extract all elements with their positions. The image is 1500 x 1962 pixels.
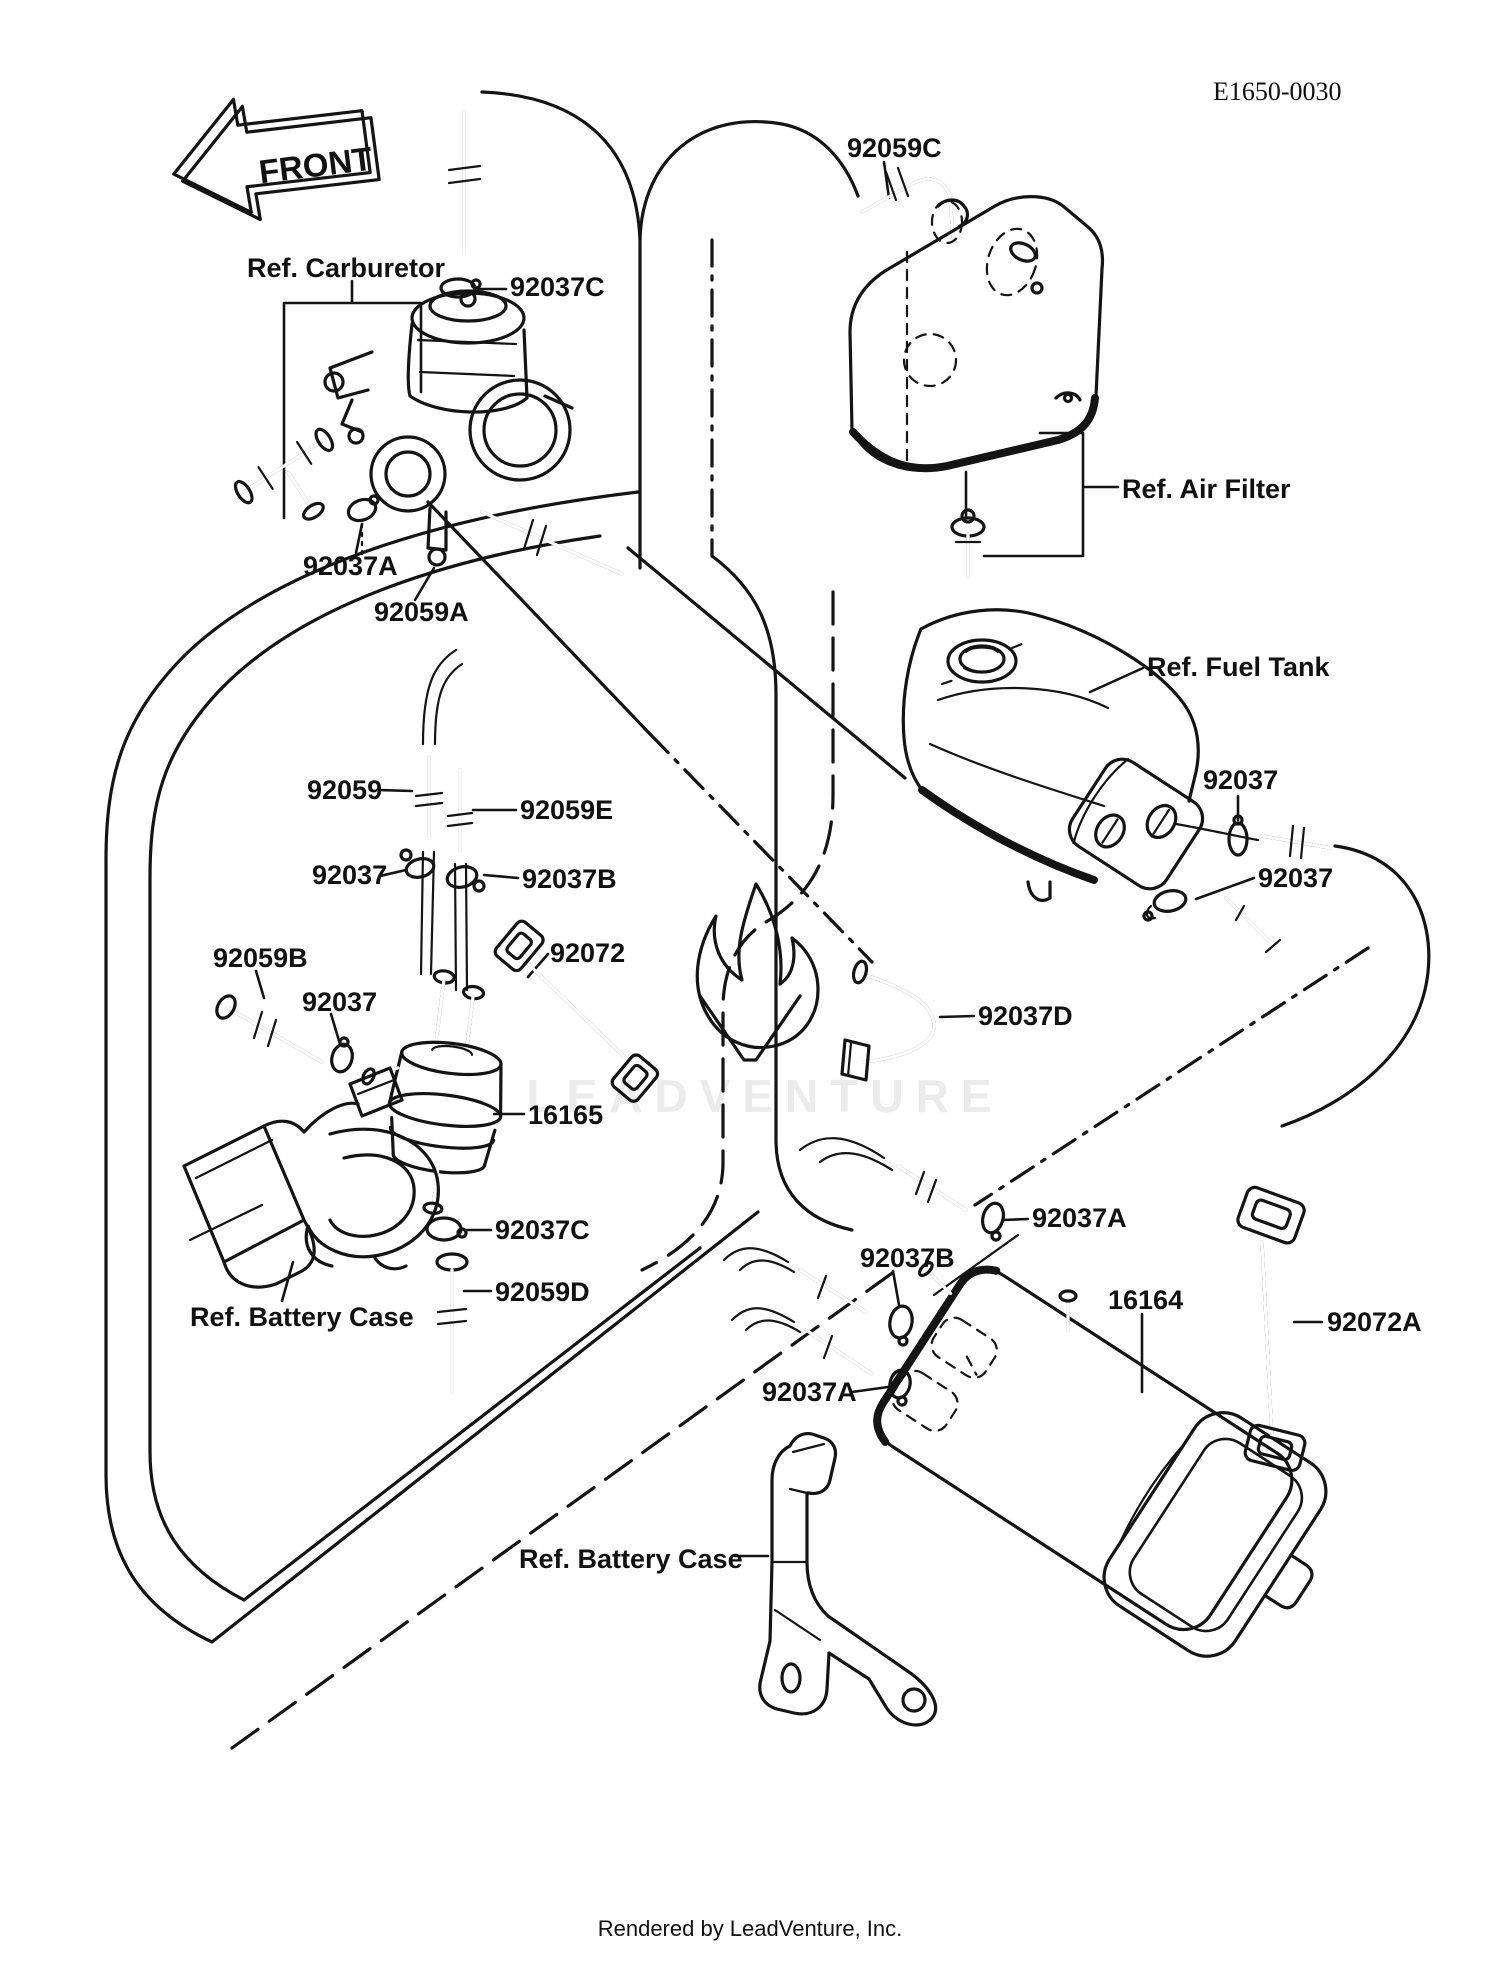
label-part-92037A-bottom: 92037A [762, 1377, 857, 1407]
watermark-text: LEADVENTURE [526, 1070, 1003, 1122]
center-hoses [399, 648, 486, 992]
clamp-92037B-mid [445, 865, 479, 889]
label-part-92072A: 92072A [1327, 1307, 1422, 1337]
label-ref-fuel-tank: Ref. Fuel Tank [1147, 652, 1331, 682]
strap-92072-drawing [493, 919, 660, 1103]
clamp-92037-mid [404, 857, 436, 879]
label-part-92059D: 92059D [495, 1277, 590, 1307]
label-ref-air-filter: Ref. Air Filter [1122, 474, 1291, 504]
routing-lines [104, 90, 1431, 1750]
part-labels: Ref. Carburetor 92037C 92059C Ref. Air Filt… [190, 133, 1422, 1574]
fuel-tank-drawing [901, 608, 1205, 902]
front-arrow: FRONT [172, 97, 381, 222]
label-part-92037-tank-upper: 92037 [1203, 765, 1278, 795]
label-ref-battery-case-bottom: Ref. Battery Case [519, 1544, 743, 1574]
clamp-92037-lower [1152, 889, 1188, 913]
battery-clamp-drawing [182, 1066, 440, 1289]
label-ref-carburetor: Ref. Carburetor [247, 253, 446, 283]
clamp-92037A-carb [346, 494, 380, 558]
label-ref-battery-case-left: Ref. Battery Case [190, 1302, 414, 1332]
hose-92059B [215, 994, 324, 1064]
watermark-flame-icon [695, 882, 820, 1050]
label-part-92037A-carb: 92037A [303, 551, 398, 581]
label-part-92059E: 92059E [520, 795, 613, 825]
clamp-92037B-low [888, 1304, 914, 1340]
leader-lines [254, 160, 1324, 1558]
label-part-92037C-top: 92037C [510, 272, 605, 302]
canister-drawing [873, 1261, 1328, 1658]
label-part-92037A-right: 92037A [1032, 1203, 1127, 1233]
label-part-92037B-low: 92037B [860, 1243, 955, 1273]
filter-lower-parts [425, 1216, 469, 1394]
label-part-92059B: 92059B [213, 943, 308, 973]
fuel-cap [946, 638, 1018, 684]
label-part-92037-tank-lower: 92037 [1258, 863, 1333, 893]
elbow-92059C [860, 166, 955, 240]
watermark: LEADVENTURE [526, 882, 1003, 1122]
carburetor-top-hose [439, 110, 482, 299]
clamp-92037A-right [980, 1201, 1006, 1235]
strap-92072A-drawing [1236, 1185, 1307, 1473]
footer-credit: Rendered by LeadVenture, Inc. [597, 1916, 903, 1941]
label-part-92059: 92059 [307, 775, 382, 805]
canister-hoses [722, 1137, 1006, 1407]
diagram-code: E1650-0030 [1213, 77, 1342, 106]
clamp-92037-upper [1227, 821, 1249, 857]
label-part-92037B-mid: 92037B [522, 864, 617, 894]
label-part-92059A: 92059A [374, 597, 469, 627]
label-part-92037D: 92037D [978, 1001, 1073, 1031]
label-part-16165: 16165 [528, 1100, 603, 1130]
clamp-92037C-low [425, 1216, 463, 1242]
carburetor-drawing [323, 289, 574, 567]
label-part-92037-low: 92037 [302, 987, 377, 1017]
clamp-92037-low [330, 1036, 354, 1074]
hose-92059A [480, 510, 624, 576]
t-fitting [233, 427, 335, 521]
label-part-92037C-low: 92037C [495, 1215, 590, 1245]
label-part-92072: 92072 [550, 938, 625, 968]
guide-92037D [840, 959, 936, 1082]
label-part-92037-mid: 92037 [312, 860, 387, 890]
tank-right-parts [1142, 814, 1332, 954]
label-part-16164: 16164 [1108, 1285, 1183, 1315]
air-filter-drawing [848, 195, 1105, 578]
battery-bracket-drawing [758, 1431, 938, 1727]
label-part-92059C: 92059C [847, 133, 942, 163]
